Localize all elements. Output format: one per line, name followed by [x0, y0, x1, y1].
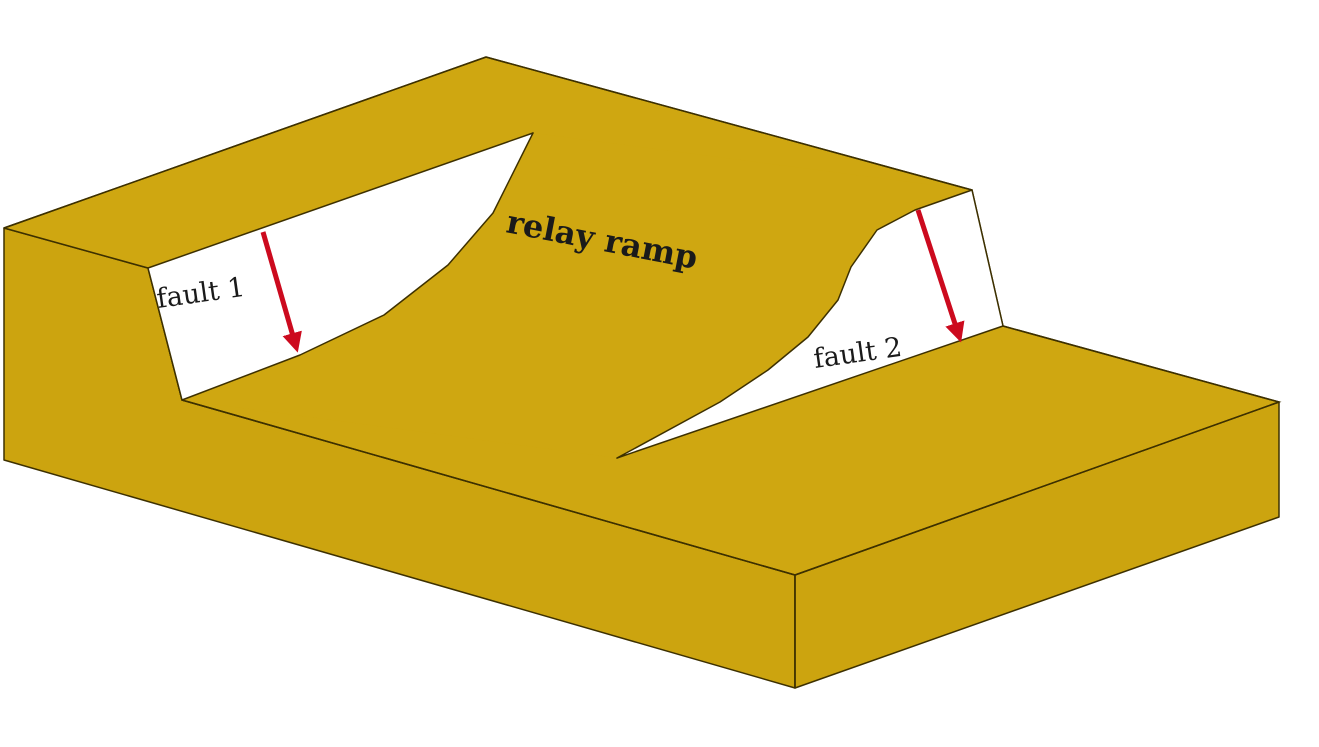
lower-surface-edge [181, 325, 1282, 576]
relay-ramp-surface [182, 133, 972, 458]
upper-plateau-edge [3, 56, 973, 229]
fault-1-displacement-arrow [260, 231, 302, 353]
fault-2-scarp [616, 189, 1004, 459]
fault-2-displacement-arrow [915, 209, 965, 343]
fault-1-scarp [147, 132, 534, 401]
